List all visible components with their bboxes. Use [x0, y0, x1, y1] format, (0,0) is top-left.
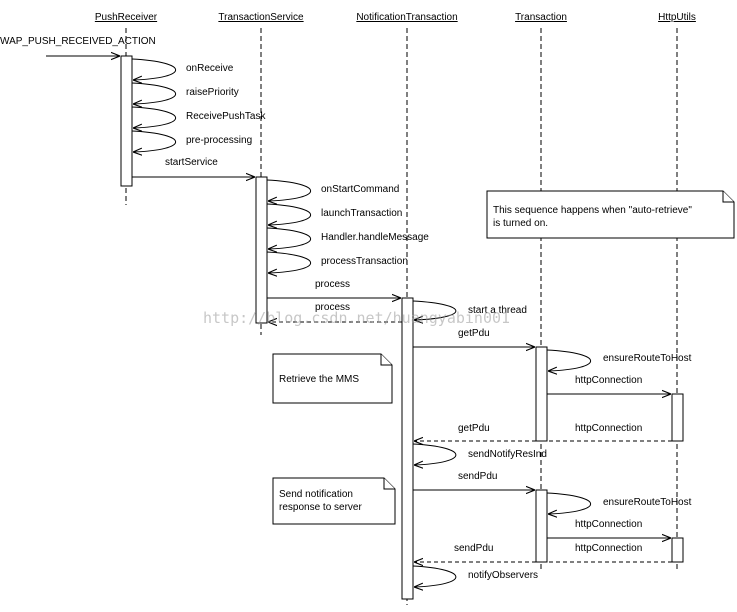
activation-notification-transaction [401, 297, 414, 600]
participant-http-utils: HttpUtils [658, 12, 696, 23]
self-call-pre-processing [131, 130, 177, 152]
note-auto-retrieve: This sequence happens when "auto-retriev… [486, 190, 735, 239]
message-label-send-pdu-return: sendPdu [454, 543, 493, 554]
self-call-launch-transaction [266, 203, 312, 225]
message-label-pre-processing: pre-processing [186, 135, 252, 146]
message-label-http-connection-3: httpConnection [575, 543, 642, 554]
message-label-process-1: process [315, 279, 350, 290]
note-retrieve-mms-text: Retrieve the MMS [279, 374, 359, 385]
self-call-send-notify-res-ind [412, 443, 457, 465]
message-label-get-pdu-return-1: getPdu [458, 423, 490, 434]
message-label-handler-handle-message: Handler.handleMessage [321, 232, 429, 243]
message-label-process-transaction: processTransaction [321, 256, 408, 267]
self-call-ensure-route-to-host-1 [546, 349, 592, 371]
participant-label-notification-transaction: NotificationTransaction [356, 12, 457, 23]
note-send-notification: Send notification response to server [272, 477, 396, 525]
self-call-receive-push-task [131, 106, 177, 128]
message-label-wap-push-received-action: WAP_PUSH_RECEIVED_ACTION [0, 36, 156, 47]
message-label-get-pdu-1: getPdu [458, 328, 490, 339]
message-label-launch-transaction: launchTransaction [321, 208, 402, 219]
participant-transaction-service: TransactionService [218, 12, 304, 23]
activation-transaction-service [255, 176, 268, 324]
message-label-process-2: process [315, 302, 350, 313]
participant-push-receiver: PushReceiver [95, 12, 158, 23]
participant-label-transaction-service: TransactionService [218, 12, 304, 23]
self-call-process-transaction [266, 251, 312, 273]
activation-transaction-send [535, 489, 548, 563]
activation-http-utils-get [671, 393, 684, 442]
activation-http-utils-send [671, 537, 684, 563]
self-call-handler-handle-message [266, 227, 312, 249]
note-send-notification-line-2: response to server [279, 502, 362, 513]
participant-label-transaction: Transaction [515, 12, 567, 23]
self-call-start-a-thread [412, 300, 457, 320]
activation-push-receiver [120, 55, 133, 187]
watermark-text: http://blog.csdn.net/huangyabin001 [203, 309, 510, 327]
message-label-receive-push-task: ReceivePushTask [186, 111, 266, 122]
participant-transaction: Transaction [515, 12, 567, 23]
note-retrieve-mms: Retrieve the MMS [272, 353, 393, 404]
self-call-on-start-command [266, 179, 312, 201]
self-call-raise-priority [131, 82, 177, 104]
self-call-on-receive [131, 58, 177, 80]
message-label-http-connection-1: httpConnection [575, 375, 642, 386]
message-label-send-notify-res-ind: sendNotifyResInd [468, 449, 547, 460]
message-label-start-a-thread: start a thread [468, 305, 527, 316]
message-label-start-service: startService [165, 157, 218, 168]
self-call-notify-observers [412, 565, 457, 587]
message-label-notify-observers: notifyObservers [468, 570, 538, 581]
message-label-on-receive: onReceive [186, 63, 234, 74]
message-label-ensure-route-to-host-2: ensureRouteToHost [603, 497, 692, 508]
activation-transaction-get [535, 346, 548, 442]
message-label-send-pdu-1: sendPdu [458, 471, 497, 482]
participant-label-push-receiver: PushReceiver [95, 12, 158, 23]
self-call-ensure-route-to-host-2 [546, 492, 592, 514]
participant-notification-transaction: NotificationTransaction [356, 12, 457, 23]
note-auto-retrieve-line-2: is turned on. [493, 218, 548, 229]
participant-label-http-utils: HttpUtils [658, 12, 696, 23]
message-label-http-connection-2: httpConnection [575, 519, 642, 530]
note-send-notification-line-1: Send notification [279, 489, 353, 500]
message-label-http-connection-return-1: httpConnection [575, 423, 642, 434]
message-label-ensure-route-to-host-1: ensureRouteToHost [603, 353, 692, 364]
message-label-raise-priority: raisePriority [186, 87, 239, 98]
note-auto-retrieve-line-1: This sequence happens when "auto-retriev… [493, 205, 692, 216]
message-label-on-start-command: onStartCommand [321, 184, 399, 195]
